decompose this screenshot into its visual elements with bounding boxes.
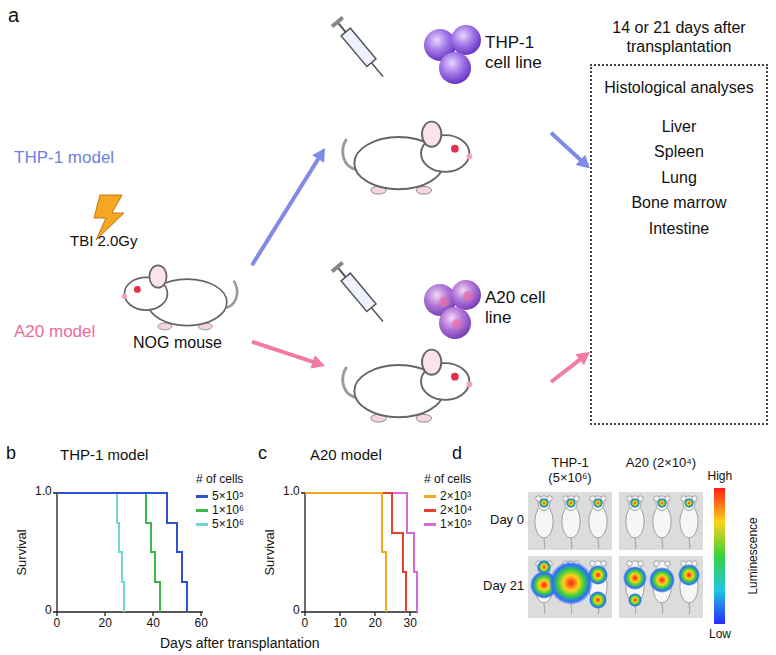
arrowhead [312,148,325,163]
tick-label: 0 [302,617,309,631]
model-label: A20 model [14,322,95,342]
analysis-box: 14 or 21 days after transplantationHisto… [590,18,768,425]
connector-line [551,133,581,161]
node-label: A20 cell line [485,288,549,329]
legend-text: 1×10⁵ [440,517,472,531]
connector-line [551,359,581,382]
node-label: NOG mouse [105,333,250,352]
legend-title: # of cells [196,473,243,487]
bioluminescence-images [528,492,703,618]
arrowhead [310,355,325,368]
legend-entry: 2×10³ [424,489,471,503]
tick-label: 20 [369,617,382,631]
tick-label: 10 [334,617,347,631]
row-label: Day 0 [490,513,524,528]
legend-text: 2×10⁴ [440,503,472,517]
legend-swatch [424,509,436,512]
connector-line [252,158,319,265]
panel-letter: b [6,443,16,464]
survival-curves [57,493,417,612]
node-item: Liver [598,114,760,140]
node-label: THP-1 cell line [485,33,549,74]
node-item: Lung [598,165,760,191]
dose-label: TBI 2.0Gy [70,232,138,249]
arrow-connector [252,342,325,369]
legend-text: 5×10⁶ [212,517,244,531]
image-column-label: THP-1 (5×10⁶) [529,456,611,486]
legend-entry: 5×10⁶ [196,517,244,531]
legend-text: 5×10⁵ [212,489,244,503]
dotted-outline: Histological analysesLiverSpleenLungBone… [590,64,768,425]
axis-title: Survival [15,529,30,575]
arrowhead [575,352,590,365]
tick-label: 20 [99,617,112,631]
colorbar-label: Low [709,628,731,642]
legend-title: # of cells [424,473,471,487]
panel-letter: a [8,4,19,27]
legend-entry: 2×10⁴ [424,503,472,517]
tick-label: 0 [293,604,300,618]
axis-title: Days after transplantation [160,635,320,651]
arrow-connector [551,133,590,169]
tick-label: 1.0 [35,485,52,499]
image-column-label: A20 (2×10⁴) [620,456,702,471]
chart-title: THP-1 model [60,446,148,463]
node-item: Intestine [598,216,760,242]
arrowhead [576,155,590,169]
arrow-connector [252,148,325,265]
mouse-node: THP-1 cell line [325,15,551,205]
legend-swatch [424,495,436,498]
connector-line [252,342,314,363]
legend-entry: 1×10⁵ [424,517,472,531]
tick-label: 30 [404,617,417,631]
mouse-illustrations [122,122,472,423]
colorbar-label: High [708,470,733,484]
panel-letter: d [452,443,462,464]
tick-label: 0 [54,617,61,631]
luminescence-colorbar [714,488,725,624]
legend-swatch [196,509,208,512]
row-label: Day 21 [483,579,524,594]
node-heading: 14 or 21 days after transplantation [590,18,768,56]
tick-label: 1.0 [283,485,300,499]
chart-title: A20 model [310,446,382,463]
legend-entry: 1×10⁶ [196,503,244,517]
node-item: Bone marrow [598,190,760,216]
tick-label: 40 [147,617,160,631]
axis-title: Survival [263,529,278,575]
node-item: Spleen [598,139,760,165]
legend-text: 2×10³ [440,489,471,503]
legend-swatch [196,495,208,498]
mouse-node: A20 cell line [325,270,551,430]
legend-entry: 5×10⁵ [196,489,244,503]
tick-label: 0 [45,604,52,618]
cell-clusters [424,25,481,339]
legend-swatch [196,523,208,526]
node-subheading: Histological analyses [598,78,760,97]
survival-axes [53,493,418,616]
mouse-node: NOG mouse [105,255,252,357]
tick-label: 60 [195,617,208,631]
model-label: THP-1 model [14,148,114,168]
syringe-icons [331,16,389,326]
arrow-connector [551,352,590,382]
panel-letter: c [258,443,267,464]
legend-swatch [424,523,436,526]
colorbar-title: Luminescence [746,517,760,594]
legend-text: 1×10⁶ [212,503,244,517]
